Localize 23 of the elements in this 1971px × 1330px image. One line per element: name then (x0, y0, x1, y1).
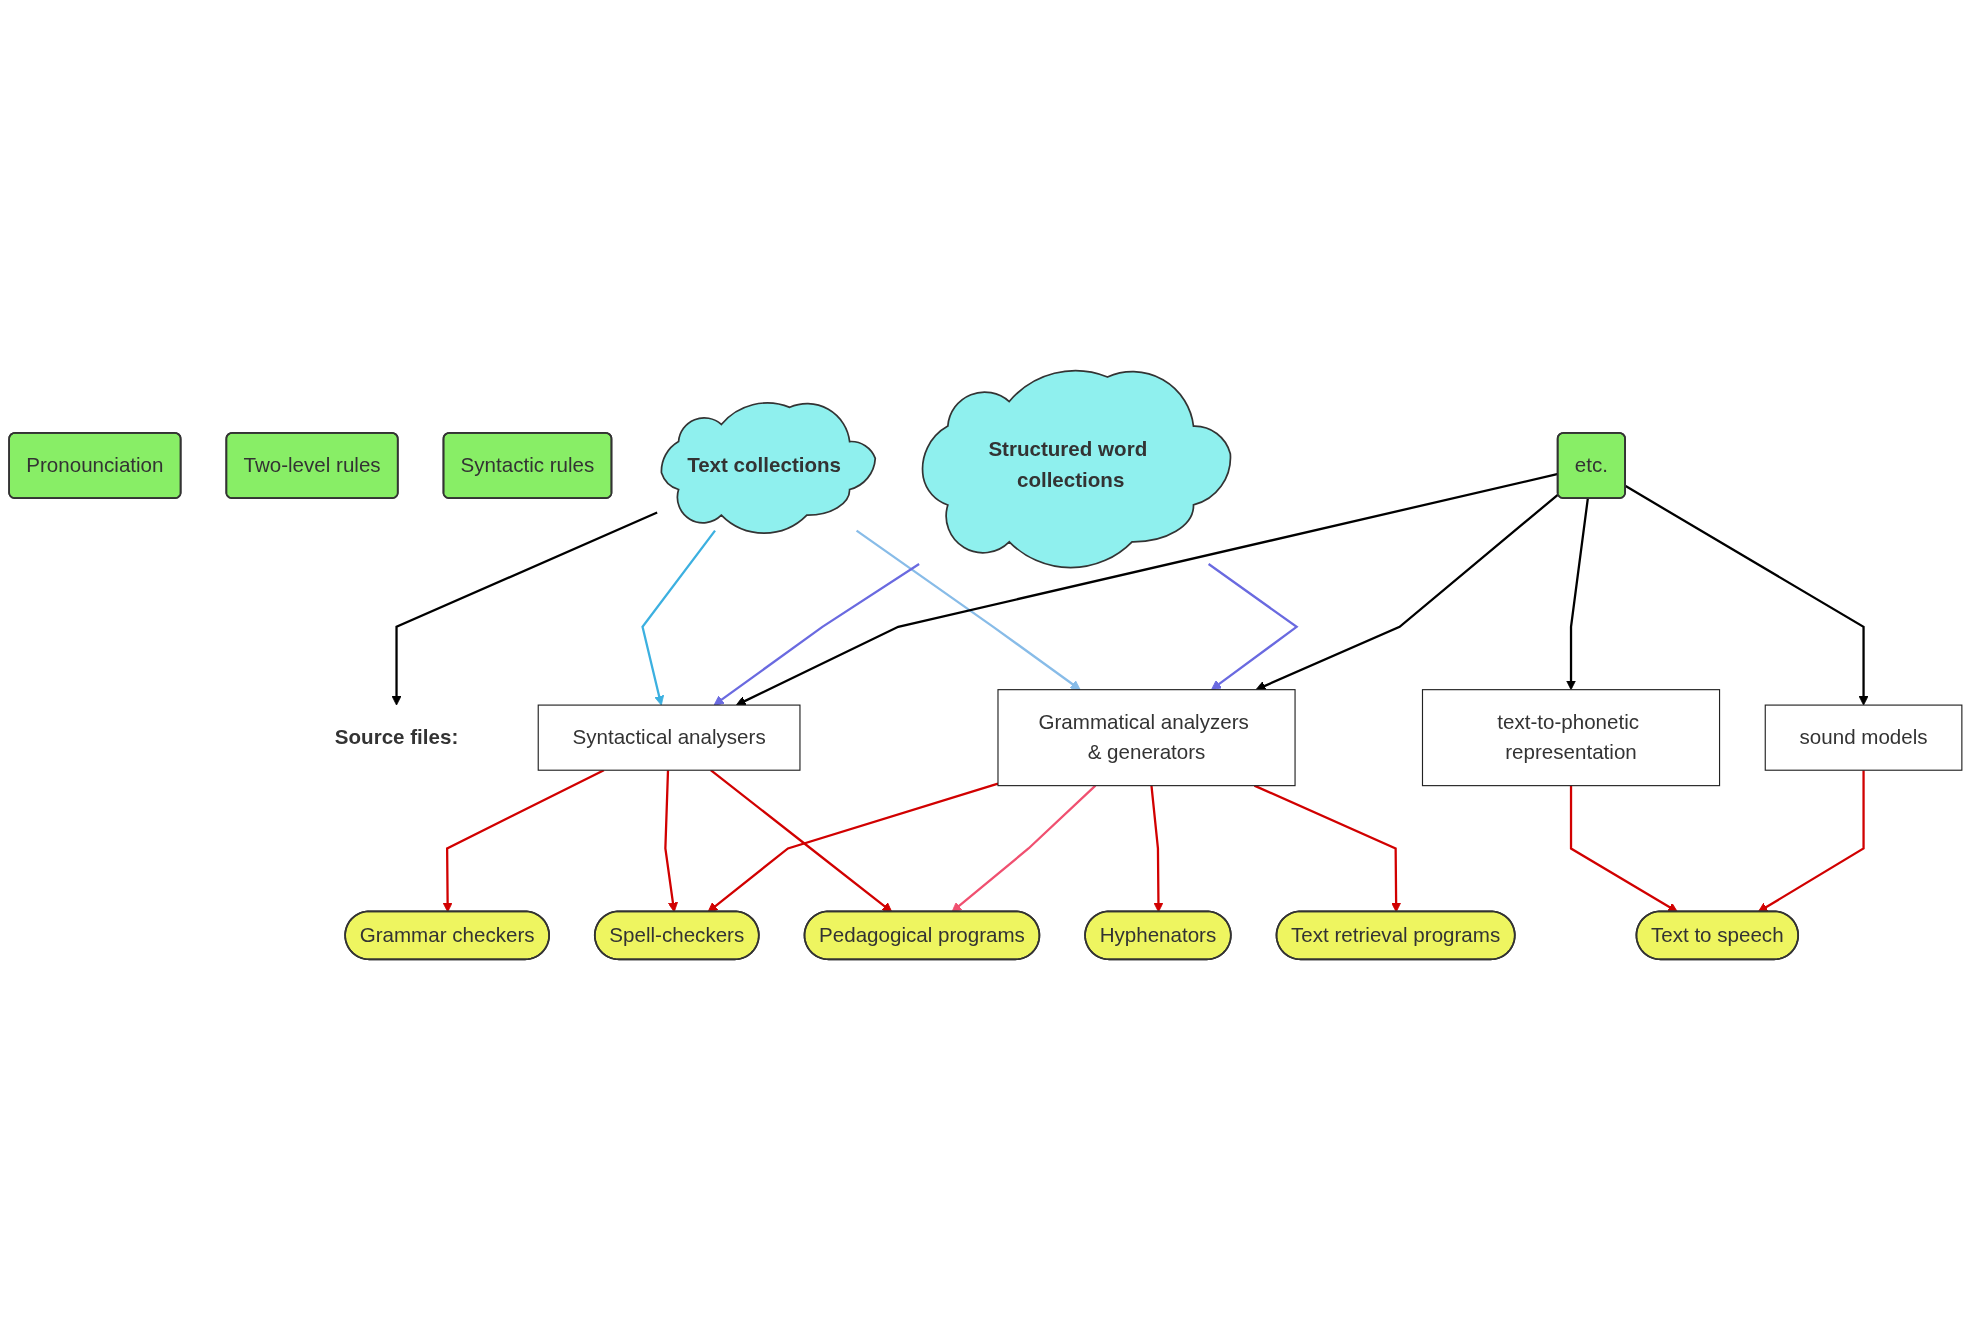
arrow (1566, 498, 1589, 691)
arrow (855, 529, 1081, 691)
arrow (1207, 563, 1299, 691)
arrow (1150, 785, 1164, 913)
node-box: sound models (1764, 704, 1963, 771)
node-box: text-to-phonetic representation (1421, 689, 1721, 787)
arrow (1569, 785, 1678, 913)
arrow (710, 769, 893, 913)
node-box: Syntactical analysers (537, 704, 801, 771)
arrow (951, 784, 1097, 913)
arrow (391, 511, 658, 706)
arrow (1255, 493, 1560, 691)
arrow (1625, 485, 1869, 706)
node-text: Source files: (334, 725, 459, 749)
arrow (664, 770, 678, 913)
arrow (641, 529, 716, 706)
arrow (707, 782, 999, 913)
arrow (442, 769, 605, 913)
arrow (1757, 770, 1865, 913)
arrow (735, 472, 1559, 706)
arrow (713, 563, 920, 706)
arrow (1253, 784, 1402, 913)
node-box: Grammatical analyzers & generators (997, 689, 1296, 787)
